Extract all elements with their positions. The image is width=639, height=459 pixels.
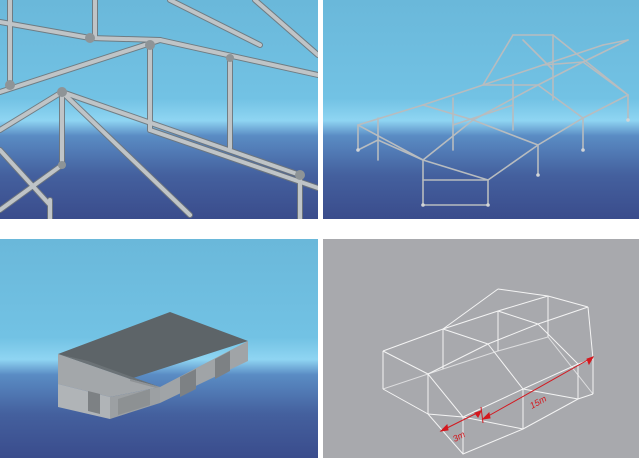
covered-tent-image xyxy=(0,239,318,458)
covered-tent-panel xyxy=(0,239,318,458)
dimension-drawing-panel: 3m 15m xyxy=(323,239,639,458)
frame-overview-panel xyxy=(323,0,639,219)
frame-overview-image xyxy=(323,0,639,219)
closeup-frame-panel xyxy=(0,0,318,219)
dimension-drawing-image xyxy=(323,239,639,458)
closeup-frame-image xyxy=(0,0,318,219)
